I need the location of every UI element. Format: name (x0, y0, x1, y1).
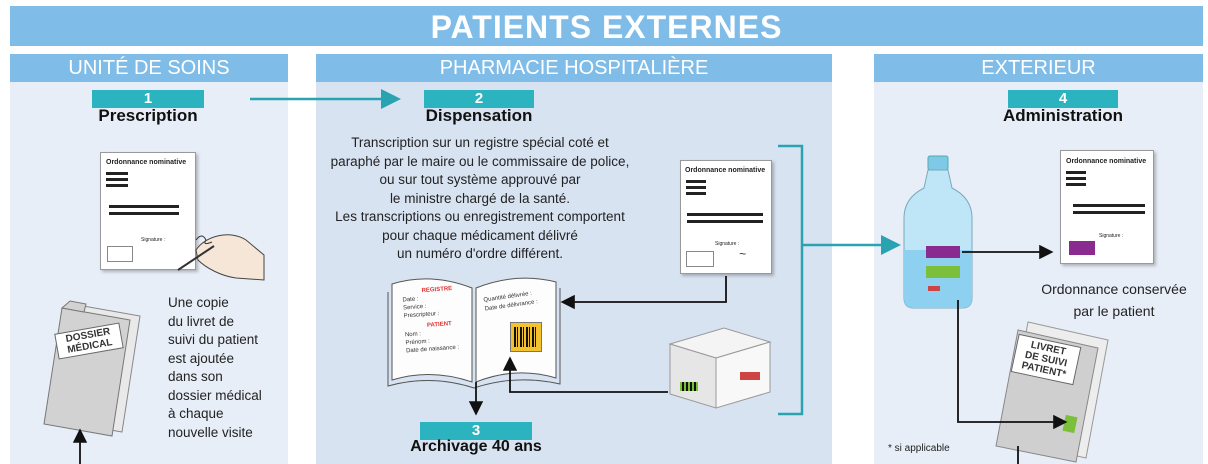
purple-barcode (1069, 241, 1095, 255)
text-bar (1073, 211, 1145, 214)
ordonnance-title: Ordonnance nominative (685, 167, 766, 174)
bottle-icon (903, 155, 973, 309)
dispensation-line: ou sur tout système approuvé par (379, 172, 581, 187)
text-bar (687, 220, 763, 223)
step-2-number: 2 (424, 90, 534, 108)
copy-line: Une copie (168, 295, 229, 310)
text-bar (686, 192, 706, 195)
hand-with-pen-icon (177, 234, 265, 281)
ordonnance-title: Ordonnance nominative (106, 159, 187, 166)
dispensation-line: un numéro d'ordre différent. (397, 246, 563, 261)
signature-scribble-icon: ~ (739, 247, 747, 261)
ordonnance-conservee-text: Ordonnance conservée par le patient (1034, 278, 1194, 322)
step-2-title: Dispensation (425, 106, 533, 125)
text-bar (106, 172, 128, 175)
arrow-ordonnance-to-registre (560, 276, 727, 310)
copy-line: à chaque (168, 406, 224, 421)
dispensation-description: Transcription sur un registre spécial co… (322, 134, 638, 264)
stamp-box (686, 251, 714, 267)
dispensation-line: pour chaque médicament délivré (382, 227, 578, 243)
ordonnance-document-exterieur: Ordonnance nominative Signature : (1060, 150, 1154, 264)
copy-description: Une copie du livret de suivi du patient … (168, 294, 278, 442)
text-bar (106, 184, 128, 187)
medicine-box-icon (668, 327, 772, 409)
signature-label: Signature : (141, 237, 166, 243)
dispensation-line: paraphé par le maire ou le commissaire d… (330, 153, 630, 169)
copy-line: du livret de (168, 313, 235, 329)
text-bar (1066, 183, 1086, 186)
column-header-unite: UNITÉ DE SOINS (10, 54, 288, 82)
text-bar (109, 212, 179, 215)
ordonnance-title: Ordonnance nominative (1066, 158, 1147, 165)
text-bar (106, 178, 128, 181)
stamp-box (107, 246, 133, 262)
ordonnance-conservee-line: par le patient (1073, 303, 1155, 319)
text-bar (686, 186, 706, 189)
ordonnance-document-pharmacie: Ordonnance nominative Signature : ~ (680, 160, 772, 274)
page-banner: PATIENTS EXTERNES (10, 6, 1203, 46)
copy-line: dossier médical (168, 387, 262, 403)
text-bar (686, 180, 706, 183)
arrow-box-to-registre (502, 356, 668, 393)
step-1-title: Prescription (98, 106, 198, 125)
copy-line: dans son (168, 369, 223, 384)
dispensation-line: le ministre chargé de la santé. (389, 190, 571, 206)
text-bar (1066, 171, 1086, 174)
dispensation-line: Transcription sur un registre spécial co… (351, 135, 609, 150)
signature-label: Signature : (1099, 233, 1124, 239)
column-header-exterieur: EXTERIEUR (874, 54, 1203, 82)
signature-label: Signature : (715, 241, 740, 247)
copy-line: suivi du patient (168, 332, 259, 347)
text-bar (109, 205, 179, 208)
arrow-bottle-to-livret (957, 300, 1068, 430)
bracket-pharmacie (778, 144, 804, 416)
footnote: * si applicable (888, 443, 950, 454)
ordonnance-conservee-line: Ordonnance conservée (1041, 281, 1187, 297)
ordonnance-document-prescription: Ordonnance nominative Signature : (100, 152, 196, 270)
registre-barcode-icon (510, 322, 542, 352)
text-bar (687, 213, 763, 216)
step-1-number: 1 (92, 90, 204, 108)
step-4-title: Administration (1003, 106, 1123, 125)
step-4-number: 4 (1008, 90, 1118, 108)
copy-line: nouvelle visite (168, 424, 253, 440)
column-header-pharmacie: PHARMACIE HOSPITALIÈRE (316, 54, 832, 82)
text-bar (1073, 204, 1145, 207)
step-3-number: 3 (420, 422, 532, 440)
text-bar (1066, 177, 1086, 180)
copy-line: est ajoutée (168, 350, 235, 366)
dispensation-line: Les transcriptions ou enregistrement com… (335, 209, 625, 224)
step-3-title: Archivage 40 ans (410, 438, 542, 455)
